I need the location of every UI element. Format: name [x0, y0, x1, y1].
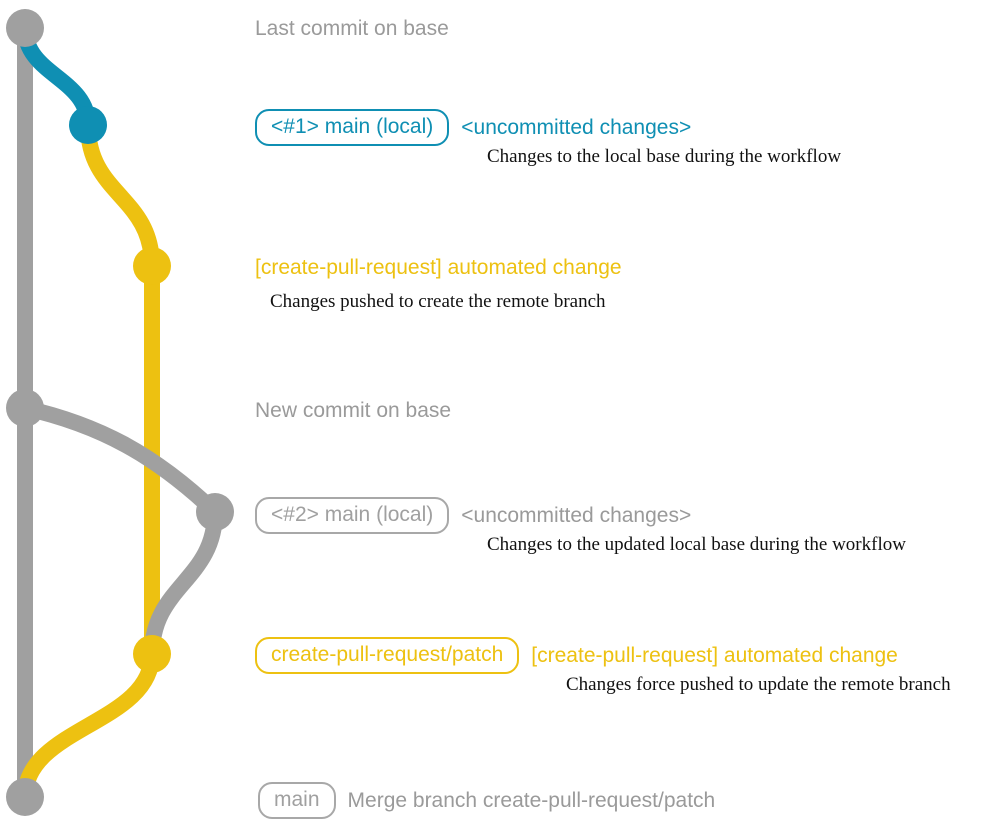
ref-badge-main-local-2[interactable]: <#2> main (local) [255, 497, 450, 534]
ref-badge-main[interactable]: main [258, 782, 336, 819]
description-local-uncommitted-2: Changes to the updated local base during… [487, 534, 906, 555]
description-local-uncommitted-1: Changes to the local base during the wor… [487, 146, 842, 167]
description-automated-change-2: Changes force pushed to update the remot… [566, 674, 951, 695]
patch-branch-edge-1 [80, 117, 160, 274]
ref-badge-main-local-1[interactable]: <#1> main (local) [255, 109, 450, 146]
subject-merge-commit: Merge branch create-pull-request/patch [347, 789, 716, 812]
row-local-uncommitted-1: <#1> main (local) <uncommitted changes> [255, 109, 691, 146]
row-merge-commit: main Merge branch create-pull-request/pa… [258, 782, 715, 819]
commit-node-patch-2[interactable] [133, 635, 171, 673]
row-automated-change-2: create-pull-request/patch [create-pull-r… [255, 637, 898, 674]
commit-node-base-new[interactable] [6, 389, 44, 427]
headline-new-commit-on-base: New commit on base [255, 399, 452, 422]
commit-node-local-1[interactable] [69, 106, 107, 144]
commit-node-base-head[interactable] [6, 9, 44, 47]
commit-node-merge[interactable] [6, 778, 44, 816]
subject-local-uncommitted-2: <uncommitted changes> [461, 504, 692, 527]
description-automated-change-1: Changes pushed to create the remote bran… [270, 291, 606, 312]
headline-last-commit-on-base: Last commit on base [255, 17, 449, 40]
force-push-edge [144, 504, 223, 662]
commit-node-patch-1[interactable] [133, 247, 171, 285]
commit-node-local-2[interactable] [196, 493, 234, 531]
row-local-uncommitted-2: <#2> main (local) <uncommitted changes> [255, 497, 691, 534]
merge-edge [17, 646, 160, 805]
subject-local-uncommitted-1: <uncommitted changes> [461, 116, 692, 139]
updated-local-branch-edge [17, 400, 223, 520]
headline-automated-change-1: [create-pull-request] automated change [255, 256, 622, 279]
ref-badge-create-pull-request-patch[interactable]: create-pull-request/patch [255, 637, 520, 674]
subject-automated-change-2: [create-pull-request] automated change [531, 644, 898, 667]
